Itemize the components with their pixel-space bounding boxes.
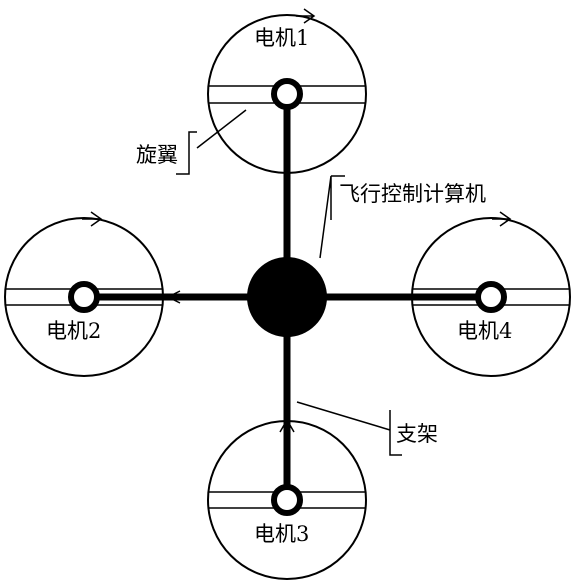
arm-arrow-down <box>279 418 295 433</box>
flight-controller-callout-label: 飞行控制计算机 <box>339 182 486 206</box>
rotation-arrow-1 <box>296 8 316 24</box>
arm-arrow-left <box>166 290 181 304</box>
arm-callout: 支架 <box>296 401 438 456</box>
rotor-leader-line <box>176 109 247 175</box>
rotation-arrow-2 <box>82 211 103 227</box>
rotation-arrow-4 <box>492 211 512 227</box>
motor-hub-2 <box>68 281 100 313</box>
arm-callout-label: 支架 <box>396 422 438 446</box>
motor-3-label: 电机3 <box>254 522 309 546</box>
flight-controller-leader-line <box>319 175 345 259</box>
motor-1-label: 电机1 <box>254 26 309 50</box>
rotor-callout-label: 旋翼 <box>136 143 178 167</box>
flight-controller-callout: 飞行控制计算机 <box>319 175 486 259</box>
arm-leader-line <box>296 401 402 456</box>
rotor-callout: 旋翼 <box>136 109 247 175</box>
motor-hub-3 <box>271 484 303 516</box>
motor-hub-1 <box>271 78 303 110</box>
motor-4-label: 电机4 <box>457 319 512 343</box>
motor-2-label: 电机2 <box>46 319 101 343</box>
motor-hub-4 <box>475 281 507 313</box>
flight-controller-hub <box>247 257 327 337</box>
